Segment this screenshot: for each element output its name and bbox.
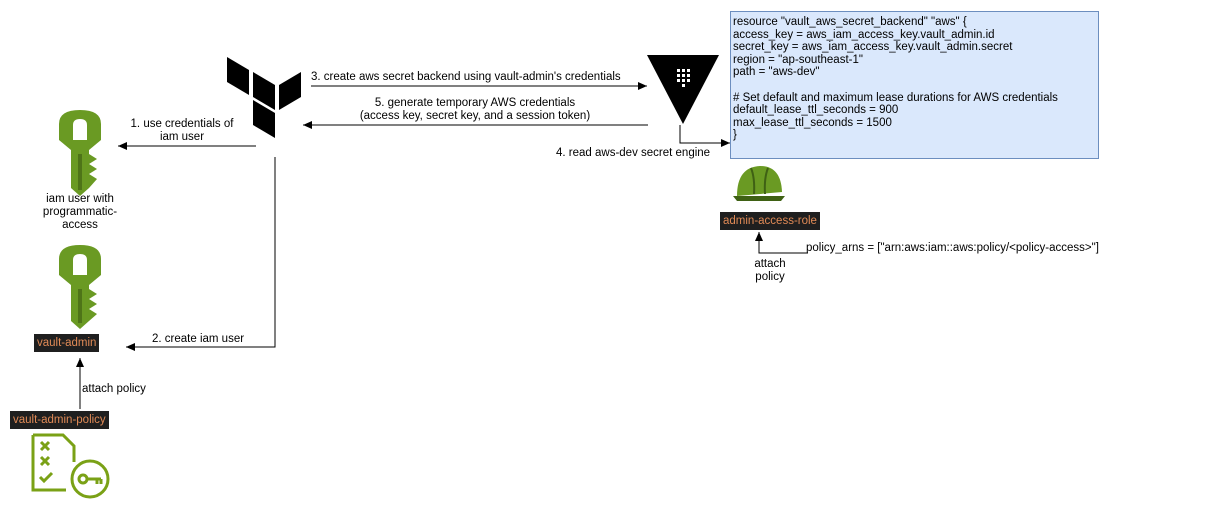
- code-line: # Set default and maximum lease duration…: [733, 91, 1058, 104]
- policy-document-key-icon: [31, 433, 110, 499]
- code-line: path = "aws-dev": [733, 66, 820, 79]
- edge-2-line: [126, 157, 276, 351]
- code-line: resource "vault_aws_secret_backend" "aws…: [733, 16, 967, 28]
- vault-admin-policy-tag: vault-admin-policy: [10, 411, 109, 429]
- edge-4-label: 4. read aws-dev secret engine: [556, 147, 711, 159]
- code-line: ​: [733, 79, 1098, 92]
- edge-1-label: 1. use credentials of iam user: [130, 118, 234, 143]
- vault-admin-tag: vault-admin: [34, 334, 100, 352]
- terraform-code-box: resource "vault_aws_secret_backend" "aws…: [730, 11, 1099, 159]
- edge-5-label: 5. generate temporary AWS credentials (a…: [359, 97, 591, 122]
- edge-2-label: 2. create iam user: [152, 333, 245, 345]
- code-line: secret_key = aws_iam_access_key.vault_ad…: [733, 41, 1013, 54]
- admin-access-role-tag: admin-access-role: [720, 212, 820, 230]
- attach-policy-right-label: attach policy: [754, 258, 786, 283]
- attach-policy-left-label: attach policy: [82, 383, 146, 395]
- code-line: max_lease_ttl_seconds = 1500: [733, 116, 892, 129]
- edge-3-label: 3. create aws secret backend using vault…: [311, 71, 621, 83]
- hard-hat-icon: [733, 166, 785, 201]
- code-line: default_lease_ttl_seconds = 900: [733, 104, 899, 117]
- iam-user-key-icon: [59, 110, 101, 196]
- code-line: region = "ap-southeast-1": [733, 53, 863, 66]
- terraform-logo-icon: [227, 57, 301, 138]
- iam-user-label: iam user with programmatic- access: [42, 193, 118, 231]
- policy-arns-label: policy_arns = ["arn:aws:iam::aws:policy/…: [806, 242, 1099, 254]
- vault-admin-key-icon: [59, 245, 101, 329]
- attach-policy-right-line: [755, 232, 808, 254]
- edge-4-line: [679, 125, 730, 147]
- code-line: }: [733, 129, 737, 142]
- code-line: access_key = aws_iam_access_key.vault_ad…: [733, 28, 995, 41]
- vault-logo-icon: [647, 55, 719, 124]
